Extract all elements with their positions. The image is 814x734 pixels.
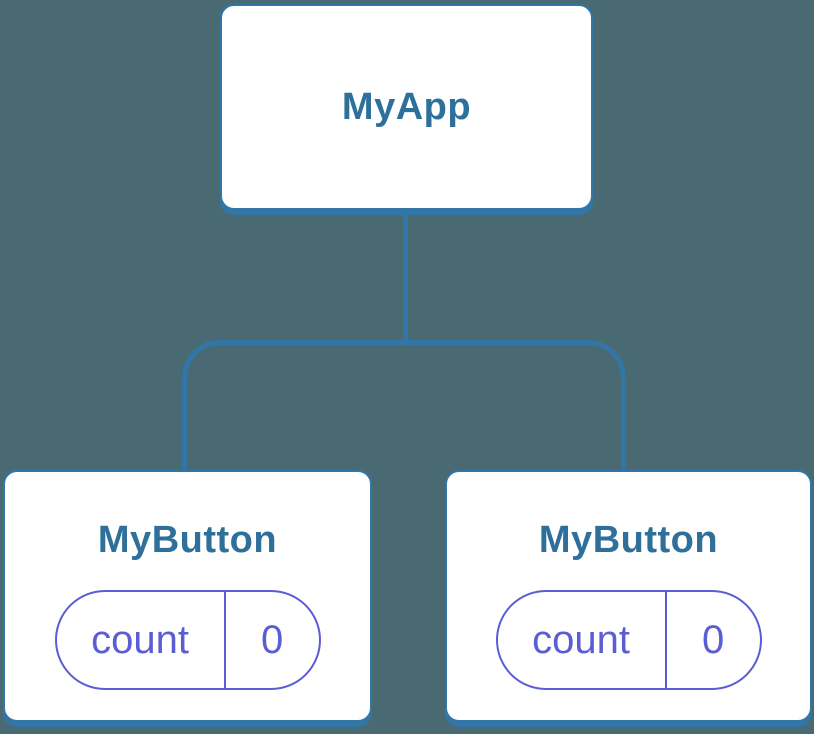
state-label: count — [498, 592, 667, 688]
connector-stem — [403, 211, 408, 345]
component-title: MyButton — [538, 519, 719, 561]
connector-branch — [182, 340, 626, 470]
state-value: 0 — [701, 617, 725, 662]
state-value: 0 — [260, 617, 284, 662]
component-title: MyButton — [97, 519, 278, 561]
component-card-mybutton-1: MyButton count 0 — [3, 470, 372, 722]
state-pill: count 0 — [495, 590, 762, 690]
state-pill: count 0 — [54, 590, 321, 690]
component-card-mybutton-2: MyButton count 0 — [445, 470, 812, 722]
component-title: MyApp — [341, 86, 472, 128]
state-label: count — [57, 592, 226, 688]
component-card-myapp: MyApp — [220, 4, 593, 210]
